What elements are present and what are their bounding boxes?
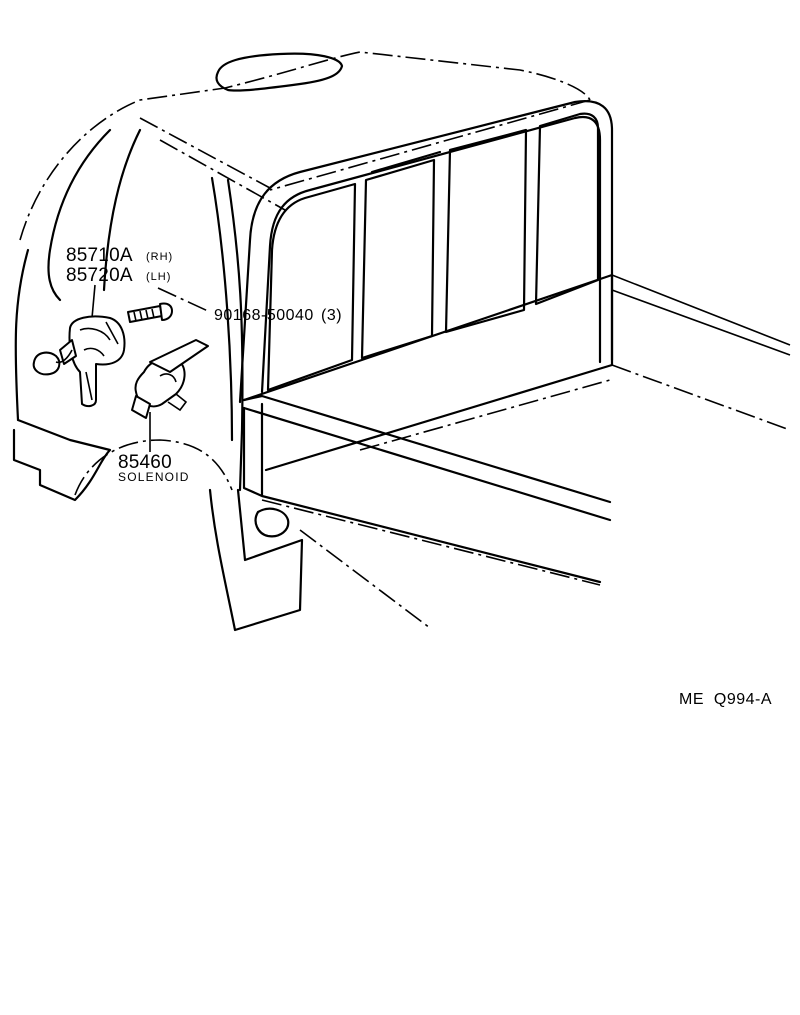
rear-window-pane-1 [266, 182, 357, 392]
rear-window-pane-4 [534, 112, 600, 306]
cab-rear-frame-inner [260, 115, 602, 394]
bolt-part [127, 305, 163, 323]
part-quantity: (3) [321, 307, 343, 324]
cab-roof-rear-edge [139, 99, 591, 211]
leader-motor [91, 284, 96, 319]
part-name-solenoid: SOLENOID [118, 470, 190, 484]
bed-floor-lines [261, 364, 791, 629]
roof-vent [215, 52, 344, 92]
side-rh: (RH) [146, 251, 174, 263]
solenoid-detail [159, 373, 188, 412]
cab-roof-outline [19, 51, 591, 241]
diagram-reference-code: ME Q994-A [679, 691, 773, 708]
motor-connector [32, 351, 61, 376]
connector-wire [55, 349, 73, 364]
rear-window-pane-2 [360, 150, 442, 360]
bed-side-panel [242, 402, 602, 584]
cab-rear-frame [238, 100, 614, 404]
bed-front-panel [242, 273, 614, 472]
lock-motor-bracket [59, 339, 77, 365]
part-number-85460: 85460 [118, 452, 172, 473]
side-lh: (LH) [146, 271, 172, 283]
rear-lamp [254, 507, 290, 538]
part-number-85720a: 85720A [66, 265, 133, 286]
solenoid-bracket [149, 339, 209, 373]
cab-side-panel [14, 128, 142, 422]
bed-side-top [242, 394, 612, 522]
part-number-90168-50040: 90168-50040 [214, 307, 314, 324]
rear-mudguard [208, 488, 304, 632]
cab-bottom-step [12, 418, 112, 502]
part-number-85710a: 85710A [66, 245, 133, 266]
bolt-head [159, 302, 173, 321]
bed-far-edge [611, 274, 791, 356]
leader-bolt [157, 287, 211, 313]
bolt-thread [133, 308, 155, 322]
rear-window-pane-3 [444, 128, 528, 334]
cab-door-edge [210, 176, 244, 492]
solenoid-plunger [131, 395, 151, 419]
lock-motor-detail [79, 321, 119, 401]
front-wheel-arch [74, 439, 233, 496]
lock-motor-body [68, 315, 126, 408]
